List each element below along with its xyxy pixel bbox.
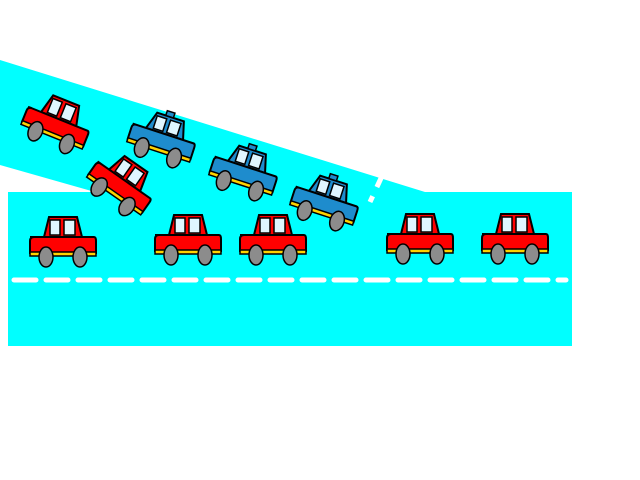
- merge-ramp: [0, 60, 425, 192]
- ramp-lane-marking: [254, 131, 386, 204]
- main-road: [8, 192, 572, 346]
